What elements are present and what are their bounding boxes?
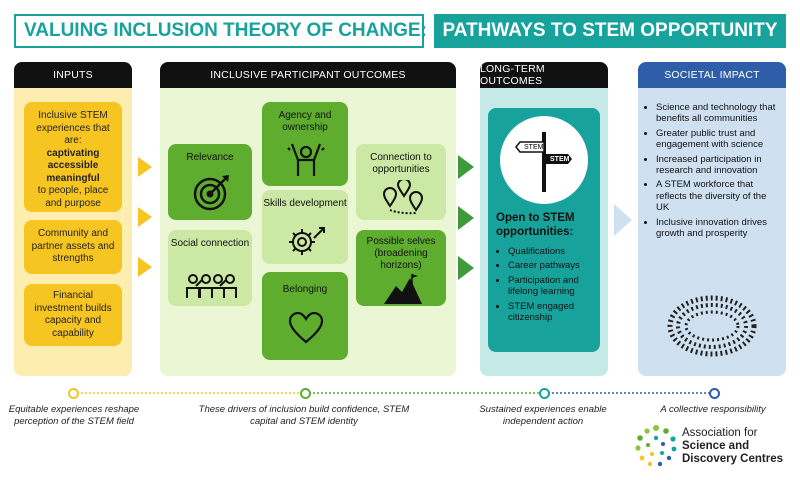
input-community-box: Community and partner assets and strengt… bbox=[24, 220, 122, 274]
caption-outcomes: These drivers of inclusion build confide… bbox=[198, 404, 410, 427]
ascdc-logo-icon bbox=[635, 425, 677, 467]
input-experiences-bold: captivating accessible meaningful bbox=[46, 147, 100, 184]
societal-list: Science and technology that benefits all… bbox=[644, 102, 780, 242]
arrow-right-icon bbox=[138, 157, 152, 177]
longterm-title: Open to STEM opportunities: bbox=[496, 212, 575, 238]
social-connection-box: Social connection bbox=[168, 230, 252, 306]
timeline-dot bbox=[539, 388, 550, 399]
list-item: Increased participation in research and … bbox=[656, 154, 780, 177]
input-experiences-text: Inclusive STEM experiences that are: bbox=[36, 110, 110, 146]
possible-selves-box: Possible selves (broadening horizons) bbox=[356, 230, 446, 306]
agency-label: Agency and ownership bbox=[278, 110, 332, 133]
arrow-right-icon bbox=[614, 204, 632, 236]
list-item: A STEM workforce that reflects the diver… bbox=[656, 179, 780, 213]
people-group-icon bbox=[186, 274, 237, 298]
caption-longterm: Sustained experiences enable independent… bbox=[479, 404, 607, 427]
societal-heading: SOCIETAL IMPACT bbox=[638, 62, 786, 88]
connection-opportunities-label: Connection to opportunities bbox=[370, 152, 432, 175]
mountain-climber-icon bbox=[384, 274, 422, 304]
timeline-dot bbox=[68, 388, 79, 399]
longterm-heading: LONG-TERM OUTCOMES bbox=[480, 62, 608, 88]
target-icon bbox=[193, 175, 229, 211]
timeline-dot bbox=[300, 388, 311, 399]
input-experiences-box: Inclusive STEM experiences that are: cap… bbox=[24, 102, 122, 212]
agency-box: Agency and ownership bbox=[262, 102, 348, 186]
skills-box: Skills development bbox=[262, 190, 348, 264]
signpost-circle: STEM STEM bbox=[500, 116, 588, 204]
list-item: Inclusive innovation drives growth and p… bbox=[656, 217, 780, 240]
sign-a-text: STEM bbox=[524, 144, 544, 151]
input-financial-box: Financial investment builds capacity and… bbox=[24, 284, 122, 346]
outcomes-heading: INCLUSIVE PARTICIPANT OUTCOMES bbox=[160, 62, 456, 88]
sign-b-text: STEM bbox=[550, 156, 570, 163]
relevance-box: Relevance bbox=[168, 144, 252, 220]
relevance-label: Relevance bbox=[186, 152, 234, 163]
list-item: Greater public trust and engagement with… bbox=[656, 128, 780, 151]
arrow-right-icon bbox=[458, 206, 474, 230]
belonging-label: Belonging bbox=[282, 284, 328, 295]
signpost-icon bbox=[515, 132, 572, 192]
arrow-right-icon bbox=[458, 155, 474, 179]
inputs-column: INPUTS Inclusive STEM experiences that a… bbox=[14, 62, 132, 376]
crowd-ring-icon bbox=[667, 295, 757, 357]
belonging-box: Belonging bbox=[262, 272, 348, 360]
list-item: Qualifications bbox=[508, 246, 598, 257]
logo-line1: Association for bbox=[682, 427, 758, 439]
societal-column: SOCIETAL IMPACT Science and technology t… bbox=[638, 62, 786, 376]
list-item: Science and technology that benefits all… bbox=[656, 102, 780, 125]
logo-text: Association for Science and Discovery Ce… bbox=[682, 427, 783, 467]
timeline-line bbox=[73, 392, 714, 394]
skills-label: Skills development bbox=[263, 198, 347, 209]
list-item: Career pathways bbox=[508, 260, 598, 271]
longterm-card: STEM STEM Open to STEM opportunities: Qu… bbox=[488, 108, 600, 352]
timeline-dot bbox=[709, 388, 720, 399]
title-left: VALUING INCLUSION THEORY OF CHANGE: bbox=[14, 14, 427, 48]
logo-line2: Science and bbox=[682, 440, 750, 453]
gears-icon bbox=[289, 227, 325, 255]
title-right: PATHWAYS TO STEM OPPORTUNITY bbox=[434, 14, 786, 48]
input-experiences-text2: to people, place and purpose bbox=[37, 185, 109, 209]
social-connection-label: Social connection bbox=[170, 238, 250, 249]
connection-opportunities-box: Connection to opportunities bbox=[356, 144, 446, 220]
celebrating-person-icon bbox=[287, 143, 325, 176]
location-pins-icon bbox=[382, 180, 424, 215]
heart-icon bbox=[288, 312, 324, 344]
arrow-right-icon bbox=[138, 207, 152, 227]
caption-inputs: Equitable experiences reshape perception… bbox=[8, 404, 140, 427]
arrow-right-icon bbox=[458, 256, 474, 280]
caption-societal: A collective responsibility bbox=[660, 404, 766, 415]
list-item: STEM engaged citizenship bbox=[508, 301, 598, 324]
longterm-list: Qualifications Career pathways Participa… bbox=[496, 246, 598, 326]
logo-line3: Discovery Centres bbox=[682, 453, 783, 466]
inputs-heading: INPUTS bbox=[14, 62, 132, 88]
arrow-right-icon bbox=[138, 257, 152, 277]
list-item: Participation and lifelong learning bbox=[508, 275, 598, 298]
outcomes-column: INCLUSIVE PARTICIPANT OUTCOMES Relevance… bbox=[160, 62, 456, 376]
possible-selves-label: Possible selves (broadening horizons) bbox=[366, 236, 436, 271]
